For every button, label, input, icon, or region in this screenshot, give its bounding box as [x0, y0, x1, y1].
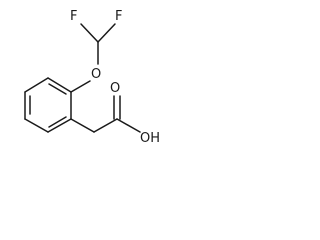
ring-bond-1: [47, 77, 72, 93]
ring-to-ch2-bond: [70, 118, 95, 133]
structure-diagram: F F O O OH: [0, 0, 196, 158]
acetic-acid-group: [70, 95, 141, 133]
ring-to-oxygen-bond: [70, 80, 91, 93]
molecule-drawing: F F O O OH: [24, 9, 160, 146]
carbonyl-oxygen-label: O: [110, 81, 120, 96]
fluorine-left-label: F: [70, 9, 77, 24]
ring-double-bond-1: [48, 83, 67, 95]
benzene-ring: [24, 77, 72, 133]
carbon-to-fluorine-right-bond: [97, 23, 116, 43]
carbon-to-fluorine-left-bond: [80, 23, 99, 43]
fluorine-right-label: F: [115, 9, 122, 24]
ring-bond-4: [24, 118, 49, 133]
difluoromethoxy-group: [70, 23, 116, 93]
hydroxyl-label: OH: [140, 131, 160, 146]
ether-oxygen-label: O: [91, 67, 101, 82]
ch2-to-carboxyl-bond: [93, 118, 118, 133]
ring-bond-3: [47, 118, 72, 133]
ring-double-bond-2: [48, 116, 67, 128]
carboxyl-to-hydroxyl-bond: [116, 118, 141, 133]
ring-bond-6: [24, 77, 49, 93]
